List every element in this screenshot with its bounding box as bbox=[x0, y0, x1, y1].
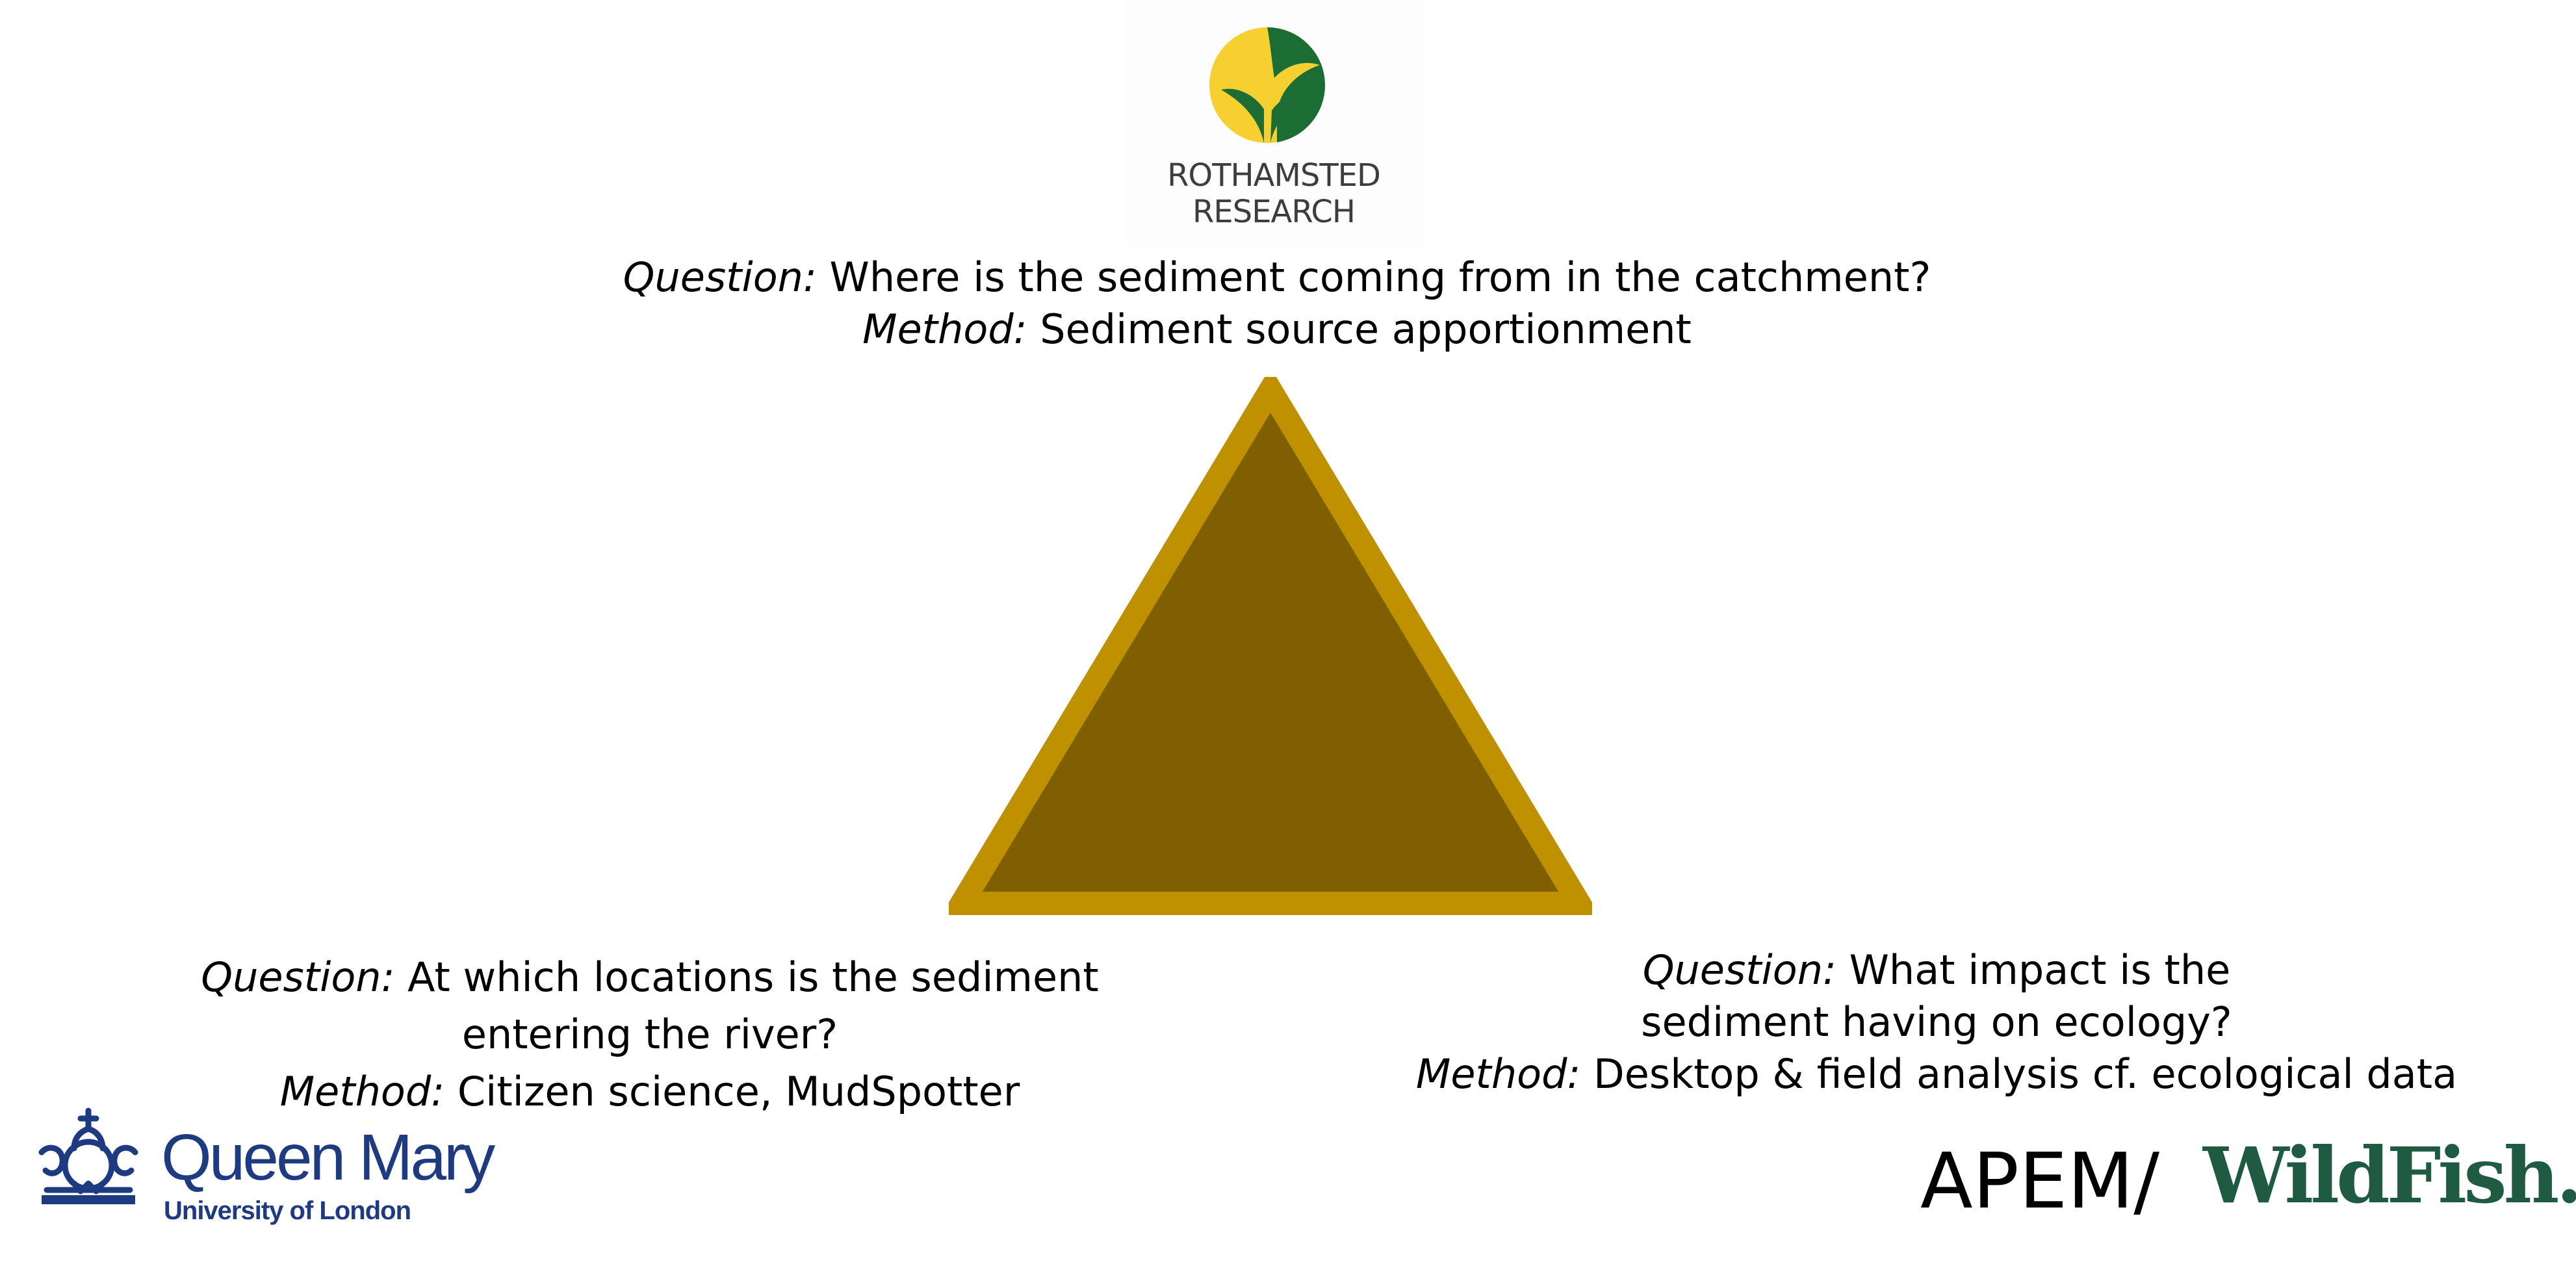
right-question-line-1: Question: What impact is the bbox=[1384, 950, 2489, 1002]
right-method-text: Desktop & field analysis cf. ecological … bbox=[1580, 1050, 2458, 1098]
top-question-text: Where is the sediment coming from in the… bbox=[816, 253, 1931, 301]
left-question-block: Question: At which locations is the sedi… bbox=[130, 957, 1170, 1129]
right-question-line-2: sediment having on ecology? bbox=[1641, 998, 2232, 1046]
top-method-text: Sediment source apportionment bbox=[1027, 305, 1692, 353]
top-method-label: Method: bbox=[862, 305, 1027, 353]
rothamsted-text-line1: ROTHAMSTED bbox=[1167, 157, 1381, 194]
right-question-block: Question: What impact is the sediment ha… bbox=[1384, 950, 2489, 1106]
queen-mary-subtitle: University of London bbox=[164, 1196, 411, 1225]
rothamsted-research-logo: ROTHAMSTED RESEARCH bbox=[1124, 0, 1423, 247]
top-method-line: Method: Sediment source apportionment bbox=[455, 309, 2099, 361]
apem-logo: APEM/ bbox=[1920, 1136, 2160, 1226]
rothamsted-emblem-icon bbox=[1209, 27, 1325, 143]
queen-mary-logo: Queen Mary University of London bbox=[34, 1102, 495, 1238]
rothamsted-text-line2: RESEARCH bbox=[1192, 194, 1356, 230]
top-question-line: Question: Where is the sediment coming f… bbox=[455, 257, 2099, 309]
left-method-label: Method: bbox=[279, 1068, 445, 1115]
right-method-line: Method: Desktop & field analysis cf. eco… bbox=[1384, 1054, 2489, 1106]
top-question-block: Question: Where is the sediment coming f… bbox=[455, 257, 2099, 361]
left-question-text-1: At which locations is the sediment bbox=[394, 953, 1099, 1001]
right-question-text-1: What impact is the bbox=[1836, 946, 2231, 994]
right-question-label: Question: bbox=[1642, 946, 1836, 994]
left-method-text: Citizen science, MudSpotter bbox=[444, 1068, 1020, 1115]
left-method-line: Method: Citizen science, MudSpotter bbox=[130, 1072, 1170, 1129]
left-question-line-1: Question: At which locations is the sedi… bbox=[130, 957, 1170, 1014]
sediment-triangle bbox=[949, 377, 1592, 915]
left-question-line-2: entering the river? bbox=[461, 1011, 838, 1058]
top-question-label: Question: bbox=[623, 253, 817, 301]
right-method-label: Method: bbox=[1415, 1050, 1581, 1098]
wildfish-logo: WildFish. bbox=[2203, 1130, 2576, 1221]
left-question-label: Question: bbox=[201, 953, 395, 1001]
queen-mary-name: Queen Mary bbox=[161, 1121, 495, 1194]
queen-mary-crest-icon bbox=[38, 1107, 138, 1204]
